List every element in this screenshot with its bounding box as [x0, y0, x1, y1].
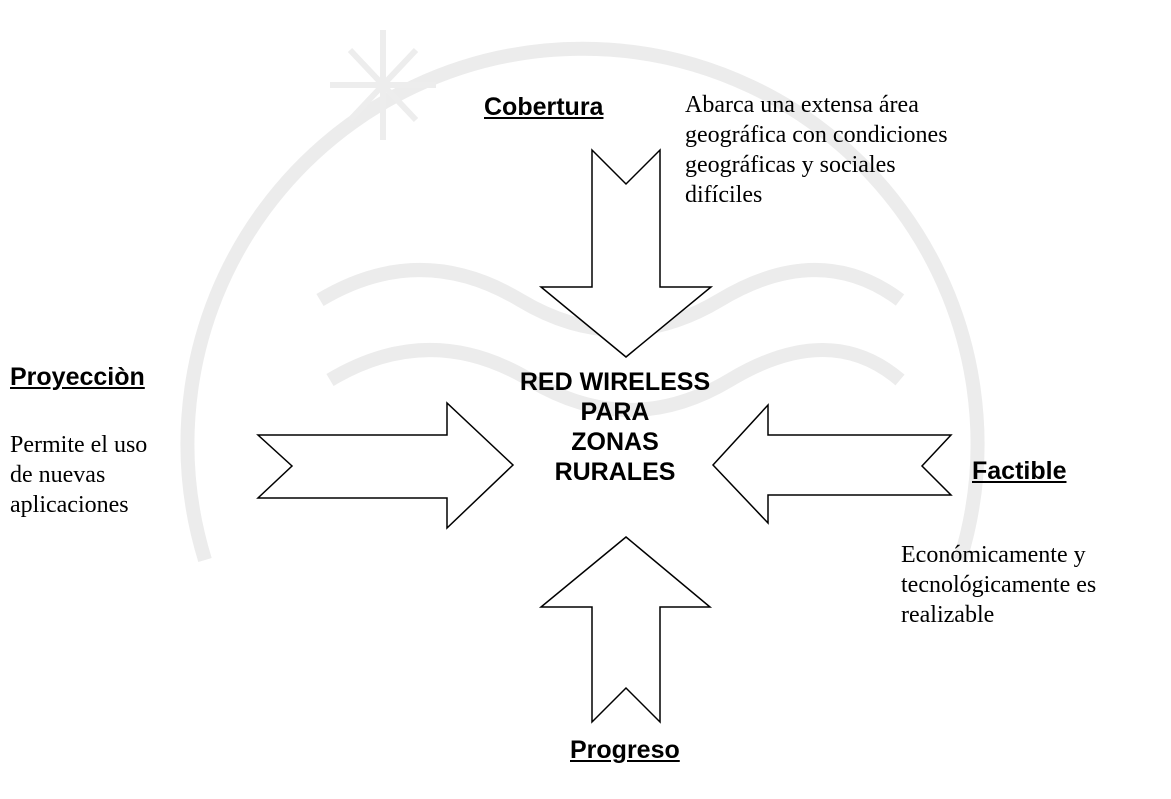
right-description: Económicamente y tecnológicamente es rea… [901, 542, 1097, 628]
bottom-heading: Progreso [570, 736, 680, 764]
top-heading: Cobertura [484, 93, 604, 121]
watermark-star [330, 30, 436, 140]
left-arrow [256, 401, 515, 530]
watermark-wave [326, 343, 905, 417]
watermark-ring [180, 41, 985, 563]
top-description: Abarca una extensa área geográfica con c… [685, 92, 948, 208]
center-title: RED WIRELESS PARA ZONAS RURALES [519, 368, 711, 486]
top-arrow [538, 148, 714, 358]
right-heading: Factible [972, 457, 1067, 485]
right-arrow [711, 403, 953, 525]
left-heading: Proyecciòn [10, 363, 145, 391]
bottom-arrow [538, 536, 713, 724]
left-description: Permite el uso de nuevas aplicaciones [10, 432, 148, 518]
